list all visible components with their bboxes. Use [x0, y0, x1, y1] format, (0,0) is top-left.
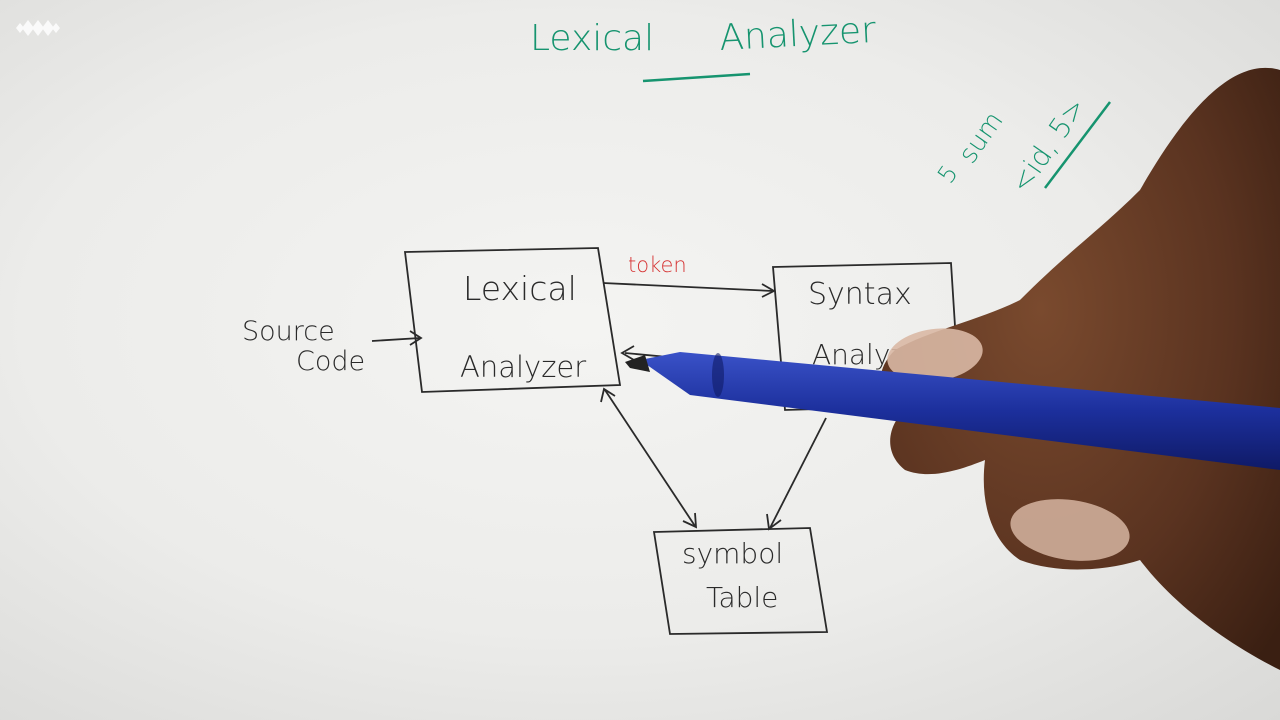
symbol-table-box: symbol Table	[652, 527, 829, 635]
pen-icon	[625, 352, 1280, 470]
side-note: 5 sum <id, 5>	[932, 92, 1111, 199]
side-note-number: 5	[932, 160, 964, 189]
lexical-box-line2: Analyzer	[460, 350, 586, 384]
title-word-lexical: Lexical	[530, 18, 654, 59]
syntax-box-line1: Syntax	[808, 277, 912, 312]
diamond-logo-icon	[16, 20, 60, 36]
token-label: token	[628, 253, 687, 277]
side-note-underline	[1044, 101, 1111, 189]
title: Lexical Analyzer	[530, 10, 877, 83]
title-word-analyzer: Analyzer	[718, 10, 877, 59]
arrow-lexical-symbol	[600, 387, 698, 529]
title-underline	[642, 72, 751, 83]
lexical-analyzer-box: Lexical Analyzer	[403, 247, 622, 393]
symbol-box-line2: Table	[706, 581, 778, 614]
source-label-line1: Source	[242, 316, 335, 347]
symbol-box-line1: symbol	[682, 537, 783, 570]
arrow-syntax-symbol	[766, 417, 827, 531]
side-note-word: sum	[953, 106, 1009, 169]
lexical-box-line1: Lexical	[463, 269, 577, 308]
hand-icon	[880, 67, 1280, 671]
arrow-token: token	[602, 253, 776, 298]
source-code-label: Source Code	[242, 316, 365, 377]
arrow-source-to-lexical	[371, 330, 423, 346]
source-label-line2: Code	[296, 346, 365, 377]
